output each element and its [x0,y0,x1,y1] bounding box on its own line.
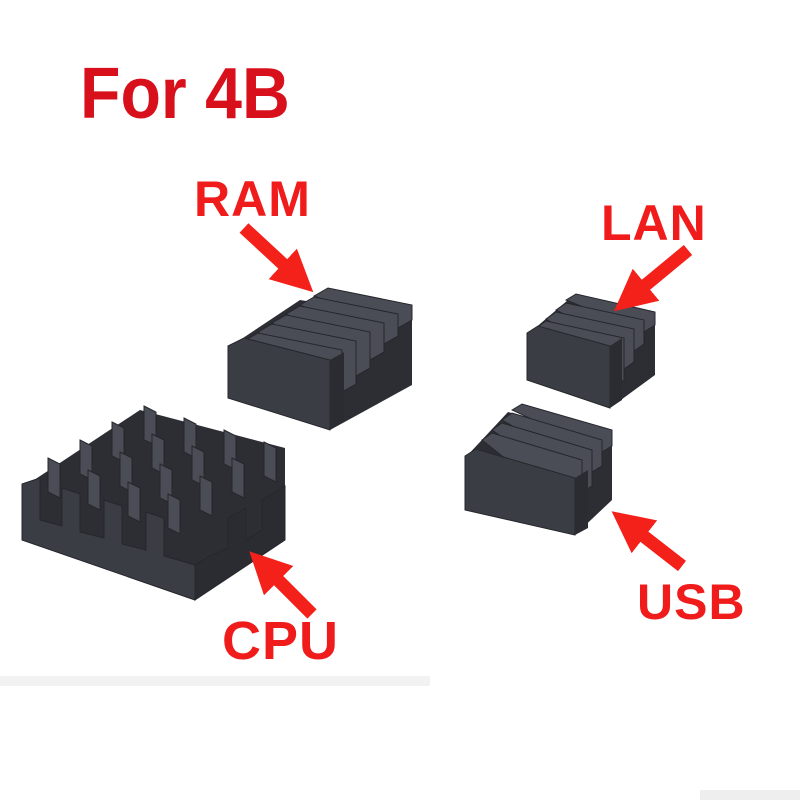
cpu-label: CPU [222,611,340,671]
cpu-heatsink-icon [21,405,286,601]
usb-arrow-icon [611,511,686,572]
usb-heatsink-icon [464,403,613,536]
lan-label: LAN [601,195,707,251]
lan-arrow-icon [613,244,693,312]
cpu-arrow-icon [249,551,317,619]
ram-label: RAM [194,171,311,227]
ram-arrow-icon [239,223,314,293]
table-shadow-right [700,790,800,800]
ram-heatsink-icon [227,287,413,431]
lan-heatsink-icon [526,293,656,409]
page-title: For 4B [80,54,290,134]
table-shadow [0,676,430,686]
usb-label: USB [637,574,746,630]
